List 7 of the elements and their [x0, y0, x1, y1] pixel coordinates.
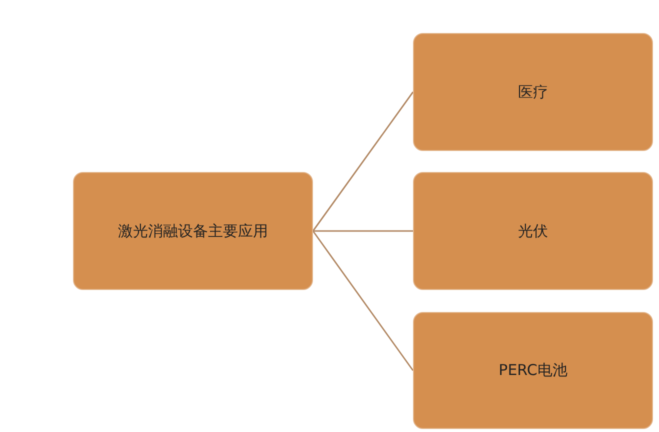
application-box: 光伏	[413, 172, 653, 290]
connector-line	[312, 92, 414, 232]
topic-box: 激光消融设备主要应用	[73, 172, 313, 290]
application-box: 医疗	[413, 33, 653, 151]
connector-line	[312, 230, 414, 371]
connector-line	[313, 230, 413, 232]
application-box: PERC电池	[413, 312, 653, 429]
